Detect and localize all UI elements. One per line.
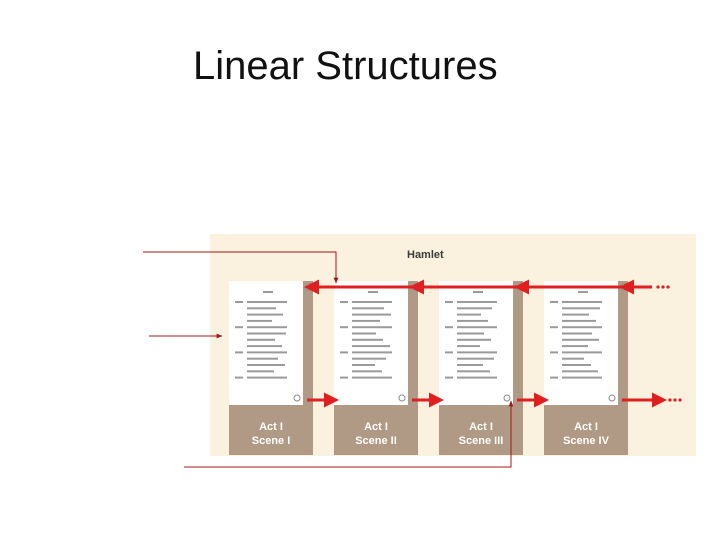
page-sheet — [229, 281, 303, 405]
scene-page-1: Act I Scene I — [229, 281, 313, 455]
page-label-act: Act I — [574, 421, 598, 433]
page-frame-side — [408, 281, 418, 419]
callout-arrow-top — [143, 251, 339, 284]
page-sheet — [334, 281, 408, 405]
page-frame-side — [618, 281, 628, 419]
scene-page-2: Act I Scene II — [334, 281, 418, 455]
callout-arrow-bottom — [184, 400, 514, 468]
page-label-scene: Scene II — [355, 435, 397, 447]
page-frame-side — [303, 281, 313, 419]
scene-page-4: Act I Scene IV — [544, 281, 628, 455]
page-text-lines — [550, 291, 602, 379]
next-link-circle — [293, 394, 301, 402]
continuation-dots-top — [656, 285, 670, 289]
page-frame-base — [334, 405, 418, 455]
next-link-circle — [398, 394, 406, 402]
continuation-dots-bottom — [668, 398, 682, 402]
page-frame-base — [229, 405, 313, 455]
page-label-scene: Scene IV — [563, 435, 610, 447]
scene-page-3: Act I Scene III — [439, 281, 523, 455]
page-frame-base — [439, 405, 523, 455]
page-frame-side — [513, 281, 523, 419]
next-link-circle — [503, 394, 511, 402]
page-text-lines — [235, 291, 287, 379]
page-frame-base — [544, 405, 628, 455]
next-link-circle — [608, 394, 616, 402]
slide-title: Linear Structures — [193, 44, 498, 88]
page-label-scene: Scene III — [459, 435, 504, 447]
page-text-lines — [340, 291, 392, 379]
page-label-scene: Scene I — [252, 435, 291, 447]
page-label-act: Act I — [259, 421, 283, 433]
page-sheet — [544, 281, 618, 405]
page-sheet — [439, 281, 513, 405]
page-label-act: Act I — [364, 421, 388, 433]
page-text-lines — [445, 291, 497, 379]
diagram-title: Hamlet — [407, 249, 444, 261]
page-label-act: Act I — [469, 421, 493, 433]
